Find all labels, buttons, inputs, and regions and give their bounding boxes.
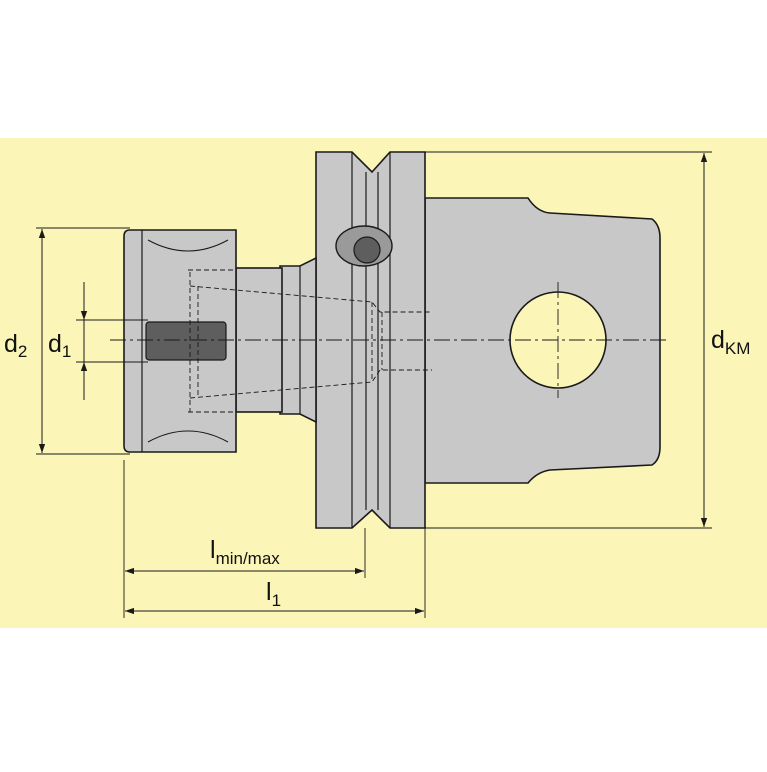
label-lminmax: lmin/max bbox=[210, 536, 280, 568]
drive-ball bbox=[353, 236, 381, 264]
hidden-bore-bottom bbox=[188, 369, 432, 413]
drive-key bbox=[145, 321, 227, 361]
label-l1: l1 bbox=[266, 578, 281, 610]
label-d2: d2 bbox=[4, 330, 27, 361]
nut-arc-bottom bbox=[147, 430, 229, 443]
hidden-bore-sides bbox=[189, 272, 383, 412]
nut-arc-top bbox=[147, 239, 229, 252]
label-d1: d1 bbox=[48, 330, 71, 361]
label-dkm: dKM bbox=[711, 326, 750, 358]
hidden-bore-top bbox=[188, 269, 432, 313]
